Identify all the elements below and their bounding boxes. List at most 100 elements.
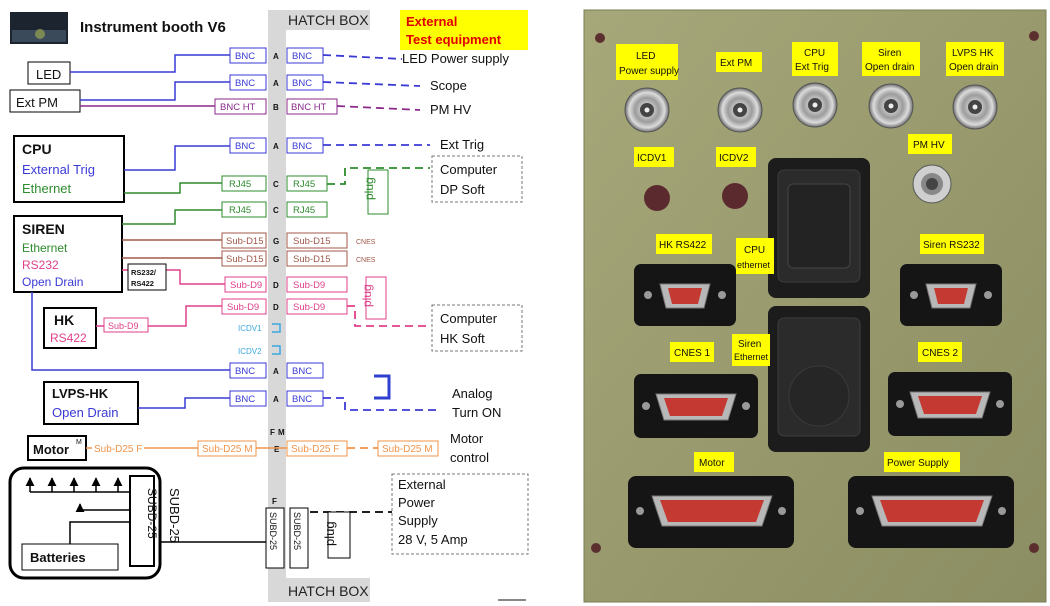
label-siren-rs232: Siren RS232	[920, 234, 984, 254]
external-title-line1: External	[406, 14, 457, 29]
svg-text:Sub-D15: Sub-D15	[293, 236, 331, 247]
svg-text:C: C	[273, 180, 279, 189]
plug-label-power: plug	[322, 521, 337, 546]
label-lvps-hk: LVPS HK Open drain	[946, 42, 1004, 76]
svg-text:Ext PM: Ext PM	[720, 58, 752, 69]
svg-text:Motor: Motor	[699, 458, 725, 469]
computer-dp-line2: DP Soft	[440, 182, 485, 197]
screw-hole-tl	[595, 33, 605, 43]
svg-text:CPU: CPU	[804, 48, 825, 59]
svg-text:BNC: BNC	[292, 78, 312, 89]
label-cpu-ethernet: CPU ethernet	[736, 238, 774, 274]
svg-text:E: E	[274, 445, 280, 454]
svg-text:Sub-D15: Sub-D15	[293, 254, 331, 265]
bnc-connector-lvps	[953, 85, 997, 129]
svg-text:A: A	[273, 79, 279, 88]
svg-text:Open drain: Open drain	[865, 62, 914, 73]
label-motor: Motor	[694, 452, 734, 472]
siren-rs232-db9-connector	[900, 264, 1002, 326]
screw-hole-tr	[1029, 31, 1039, 41]
svg-text:LVPS HK: LVPS HK	[952, 48, 994, 59]
ext-scope-label: Scope	[430, 78, 467, 93]
rj45-cover-cpu	[768, 158, 870, 298]
cpu-ethernet-label: Ethernet	[22, 181, 72, 196]
bnc-connector-siren	[869, 84, 913, 128]
batteries-label: Batteries	[30, 550, 86, 565]
svg-text:BNC: BNC	[235, 394, 255, 405]
label-hk-rs422: HK RS422	[656, 234, 712, 254]
svg-text:Ext Trig: Ext Trig	[795, 62, 829, 73]
analog-line2: Turn ON	[452, 405, 501, 420]
label-cnes1: CNES 1	[670, 342, 714, 362]
bnc-connector-cpu	[793, 83, 837, 127]
motor-subd25m-label: Sub-D25 M	[202, 444, 253, 455]
svg-text:RJ45: RJ45	[293, 205, 315, 216]
label-icdv1: ICDV1	[634, 147, 674, 167]
svg-text:ethernet: ethernet	[737, 260, 771, 270]
svg-text:Sub-D9: Sub-D9	[227, 302, 259, 313]
plug-label-rj45: plug	[362, 177, 376, 200]
rj45-cover-siren	[768, 306, 870, 452]
svg-text:Ethernet: Ethernet	[734, 352, 769, 362]
svg-text:ICDV1: ICDV1	[637, 153, 667, 164]
svg-text:F: F	[270, 428, 275, 437]
analog-line1: Analog	[452, 386, 492, 401]
svg-text:HK RS422: HK RS422	[659, 240, 707, 251]
svg-text:CNES 2: CNES 2	[922, 348, 959, 359]
label-siren-open-drain: Siren Open drain	[862, 42, 920, 76]
lvps-label: LVPS-HK	[52, 386, 109, 401]
svg-text:G: G	[273, 237, 279, 246]
label-siren-ethernet: Siren Ethernet	[732, 334, 770, 366]
hk-rs422-db9-connector	[634, 264, 736, 326]
wiring-diagram: HATCH BOX HATCH BOX Instrument booth V6 …	[0, 0, 580, 606]
svg-text:M: M	[278, 428, 285, 437]
connector-panel-photo: LED Power supply Ext PM CPU Ext Trig Sir…	[582, 8, 1048, 604]
svg-text:A: A	[273, 52, 279, 61]
svg-text:BNC HT: BNC HT	[291, 102, 327, 113]
led-label: LED	[36, 67, 61, 82]
label-icdv2: ICDV2	[716, 147, 756, 167]
svg-text:Power Supply: Power Supply	[887, 458, 949, 469]
siren-open-drain-label: Open Drain	[22, 275, 83, 289]
svg-text:BNC HT: BNC HT	[220, 102, 256, 113]
booth-thumbnail-icon	[10, 12, 68, 44]
rs-converter-line1: RS232/	[131, 268, 157, 277]
svg-text:Sub-D9: Sub-D9	[230, 280, 262, 291]
label-led-power: LED Power supply	[616, 44, 679, 80]
svg-text:SUBD-25: SUBD-25	[268, 512, 278, 550]
svg-text:BNC: BNC	[292, 366, 312, 377]
svg-text:BNC: BNC	[235, 141, 255, 152]
bnc-connector-ext-pm	[718, 88, 762, 132]
hatch-box-bottom-label: HATCH BOX	[288, 583, 369, 599]
lvps-open-drain-label: Open Drain	[52, 405, 118, 420]
svg-text:ICDV2: ICDV2	[238, 347, 262, 356]
label-power-supply: Power Supply	[884, 452, 960, 472]
label-cpu-ext-trig: CPU Ext Trig	[792, 42, 838, 76]
svg-text:RJ45: RJ45	[229, 179, 251, 190]
svg-text:Siren: Siren	[878, 48, 901, 59]
svg-text:F: F	[272, 497, 277, 506]
svg-text:CNES 1: CNES 1	[674, 348, 711, 359]
ext-pm-label: Ext PM	[16, 95, 58, 110]
svg-text:PM HV: PM HV	[913, 140, 945, 151]
svg-text:Power supply: Power supply	[619, 66, 679, 77]
screw-hole-br	[1029, 543, 1039, 553]
svg-text:Sub-D25 F: Sub-D25 F	[291, 444, 339, 455]
svg-text:Sub-D9: Sub-D9	[293, 302, 325, 313]
bnc-connector-led	[625, 88, 669, 132]
svg-text:Open drain: Open drain	[949, 62, 998, 73]
label-pm-hv: PM HV	[908, 134, 952, 154]
svg-text:BNC: BNC	[235, 78, 255, 89]
svg-text:BNC: BNC	[235, 51, 255, 62]
svg-text:Sub-D15: Sub-D15	[226, 254, 264, 265]
label-ext-pm: Ext PM	[716, 52, 762, 72]
hk-subd9-label: Sub-D9	[108, 321, 139, 331]
motor-control-line1: Motor	[450, 431, 484, 446]
cpu-label: CPU	[22, 141, 52, 157]
motor-subd25f-label: Sub-D25 F	[94, 444, 142, 455]
rs-converter-line2: RS422	[131, 279, 154, 288]
motor-label: Motor	[33, 442, 69, 457]
pm-hv-connector	[913, 165, 951, 203]
outer-subd25-label: SUBD-25	[167, 488, 182, 543]
